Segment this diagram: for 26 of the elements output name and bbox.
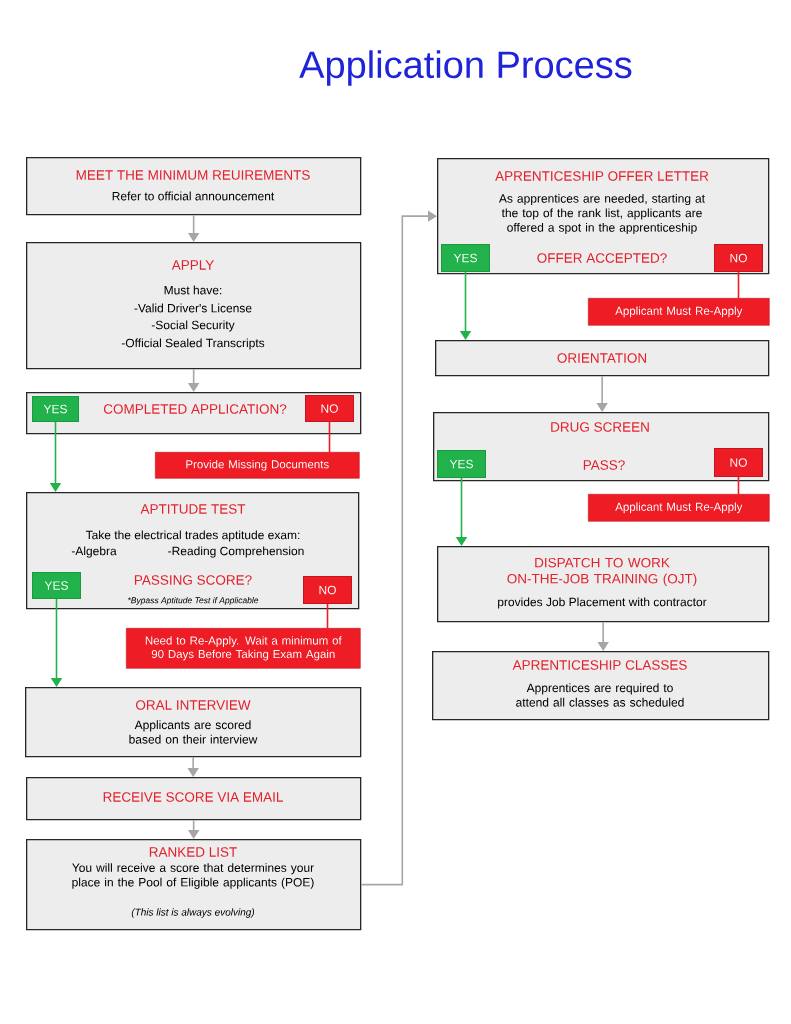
no-box: NO: [303, 576, 352, 604]
process-box: ORIENTATION: [435, 340, 770, 377]
process-box: ORAL INTERVIEW Applicants are scored based on their interview: [25, 687, 362, 758]
arrow: [360, 210, 437, 886]
note-box: Applicant Must Re-Apply: [588, 494, 770, 522]
no-box: NO: [305, 395, 354, 422]
title: Application Process: [299, 50, 632, 86]
connector-line: [737, 476, 740, 495]
yes-box: YES: [32, 396, 79, 422]
note-box: Provide Missing Documents: [155, 452, 360, 479]
process-box: RANKED LIST You will receive a score that determines your place in the Pool of Eligible applicants (POE) (This list is always evolving): [26, 839, 362, 931]
note-box: Applicant Must Re-Apply: [588, 298, 770, 326]
process-box: MEET THE MINIMUM REUIREMENTS Refer to official announcement: [26, 157, 362, 216]
yes-box: YES: [32, 572, 81, 599]
process-box: RECEIVE SCORE VIA EMAIL: [26, 777, 362, 821]
note-box: Need to Re-Apply. Wait a minimum of 90 Days Before Taking Exam Again: [126, 628, 361, 669]
process-box: APRENTICESHIP CLASSES Apprentices are required to attend all classes as scheduled: [432, 651, 770, 721]
connector-line: [326, 603, 329, 629]
yes-box: YES: [441, 244, 490, 272]
connector-line: [737, 271, 740, 299]
no-box: NO: [714, 244, 763, 272]
process-box: APPLY Must have: -Valid Driver's License -Social Security -Official Sealed Transcripts: [26, 242, 362, 370]
yes-box: YES: [437, 450, 486, 478]
connector-line: [328, 421, 331, 453]
process-box: DISPATCH TO WORK ON-THE-JOB TRAINING (OJT) provides Job Placement with contractor: [437, 546, 770, 623]
no-box: NO: [714, 448, 763, 477]
